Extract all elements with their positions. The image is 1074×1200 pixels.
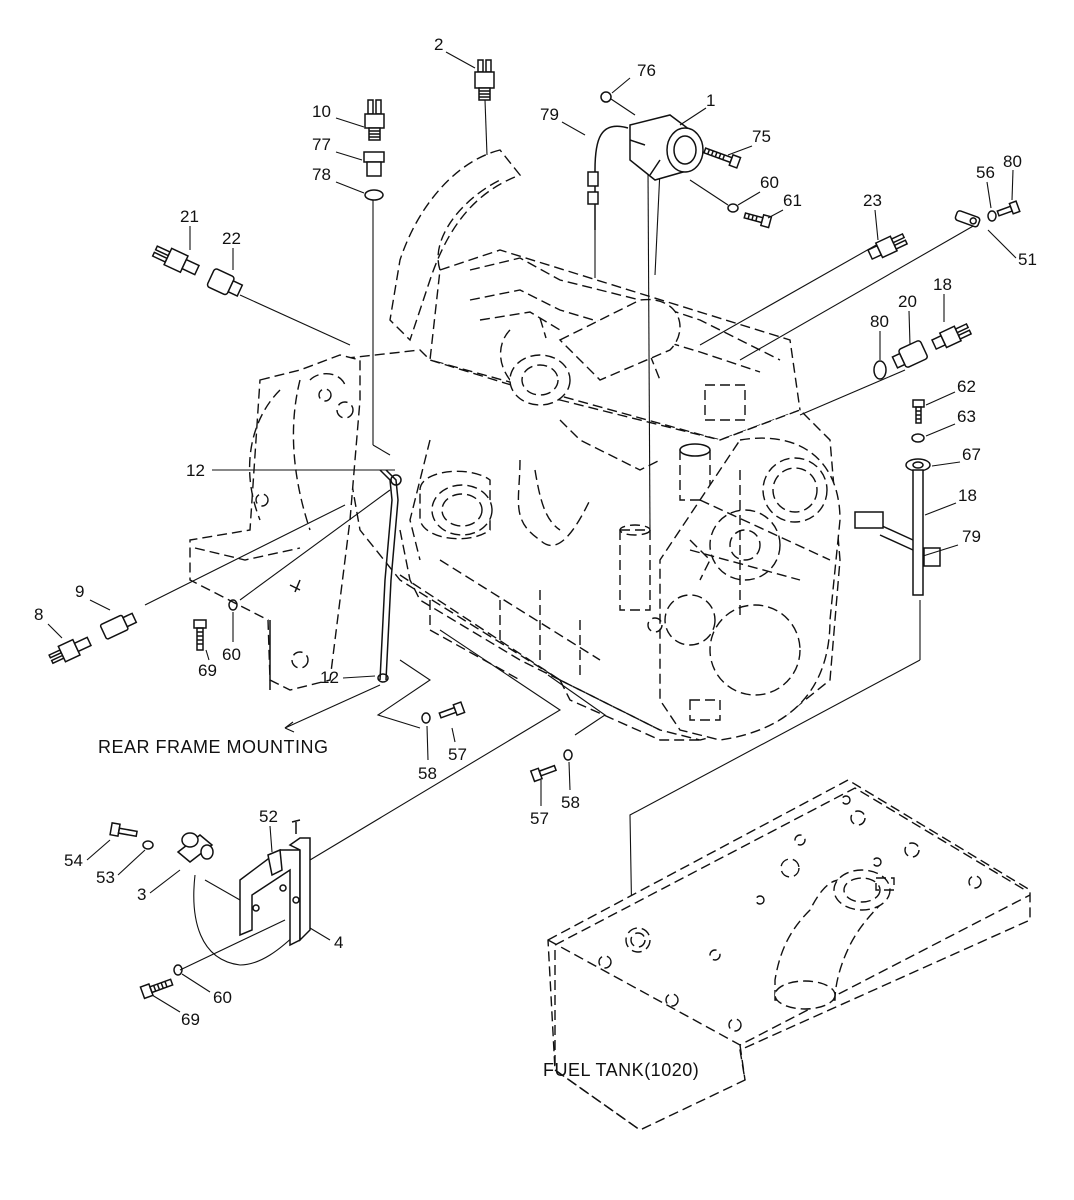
callout-57: 57 [530, 809, 549, 828]
rear-frame-mounting-caption: REAR FRAME MOUNTING [98, 737, 329, 757]
callout-74: 76 [637, 61, 656, 80]
callout-52: 52 [259, 807, 278, 826]
callout-76: 78 [312, 165, 331, 184]
callout-78: 79 [962, 527, 981, 546]
callout-10: 10 [312, 102, 331, 121]
callout-8: 8 [34, 605, 43, 624]
callout-62: 62 [957, 377, 976, 396]
callout-20: 20 [898, 292, 917, 311]
callout-77: 79 [540, 105, 559, 124]
callout-69: 69 [181, 1010, 200, 1029]
engine-block [189, 149, 841, 741]
callout-63: 63 [957, 407, 976, 426]
callout-21: 21 [180, 207, 199, 226]
callout-12: 12 [320, 668, 339, 687]
callout-60: 60 [760, 173, 779, 192]
level-switch [176, 832, 214, 863]
callout-60: 60 [213, 988, 232, 1007]
callout-9: 9 [75, 582, 84, 601]
callout-4: 4 [334, 933, 343, 952]
callout-22: 22 [222, 229, 241, 248]
callout-61: 61 [783, 191, 802, 210]
fuel-pump [587, 114, 704, 230]
callout-69: 69 [198, 661, 217, 680]
fuel-tank-caption: FUEL TANK(1020) [543, 1060, 699, 1080]
callout-3: 3 [137, 885, 146, 904]
callout-75: 77 [312, 135, 331, 154]
callout-80: 80 [1003, 152, 1022, 171]
callout-79: 80 [870, 312, 889, 331]
leader-lines [144, 99, 976, 971]
callout-73: 75 [752, 127, 771, 146]
callout-2: 2 [434, 35, 443, 54]
callout-57: 57 [448, 745, 467, 764]
callout-19: 18 [933, 275, 952, 294]
callout-18: 18 [958, 486, 977, 505]
callout-54: 54 [64, 851, 83, 870]
callout-51: 51 [1018, 250, 1037, 269]
callout-labels: 2 76 1 79 75 10 77 78 60 61 80 56 23 51 … [34, 35, 1037, 1029]
callout-14: 12 [186, 461, 205, 480]
callout-23: 23 [863, 191, 882, 210]
small-parts [48, 59, 1021, 1000]
callout-67: 67 [962, 445, 981, 464]
callout-53: 53 [96, 868, 115, 887]
callout-60: 60 [222, 645, 241, 664]
fuel-tank [547, 779, 1031, 1131]
callout-58: 58 [561, 793, 580, 812]
callout-58: 58 [418, 764, 437, 783]
callout-1: 1 [706, 91, 715, 110]
callout-56: 56 [976, 163, 995, 182]
